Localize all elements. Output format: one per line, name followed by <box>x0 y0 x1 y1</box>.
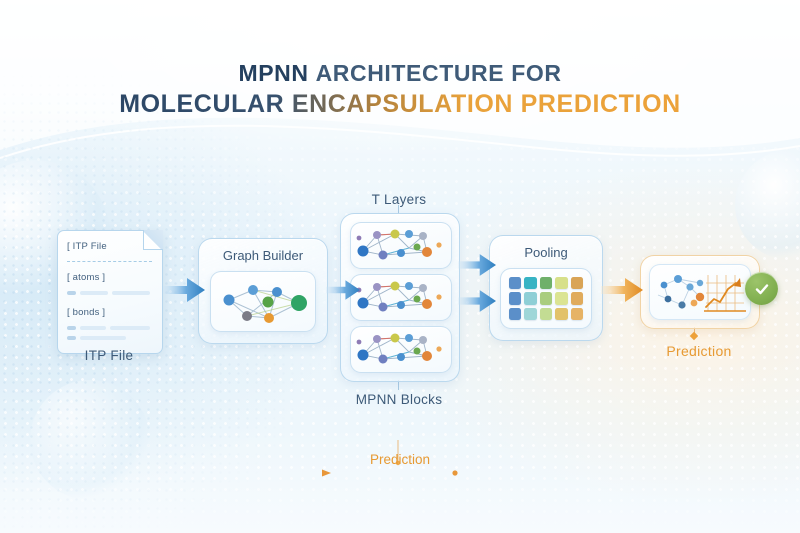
arrow-right-icon <box>601 278 643 302</box>
prediction-label: Prediction <box>666 343 732 359</box>
pooling-preview <box>500 268 592 329</box>
placeholder-bar <box>112 291 150 295</box>
pooling-tile <box>555 277 568 290</box>
itp-section-atoms: [ atoms ] <box>67 272 106 283</box>
title-molecular-encapsulation-prediction: MOLECULAR ENCAPSULATION PREDICTION <box>119 90 681 119</box>
itp-file-header: [ ITP File <box>67 241 107 252</box>
placeholder-bar <box>80 336 126 340</box>
pooling-tile-grid <box>509 277 583 320</box>
pooling-tile <box>539 307 553 320</box>
status-badge-success <box>745 272 778 305</box>
title-mpnn: MPNN <box>238 60 309 86</box>
mpnn-block-card[interactable] <box>350 274 452 321</box>
pooling-tile <box>555 292 568 305</box>
pooling-tile <box>570 277 583 290</box>
title-line-1: MPNN ARCHITECTURE FOR <box>0 58 800 88</box>
pooling-tile <box>509 307 522 320</box>
pooling-tile <box>539 277 553 290</box>
mpnn-block-card[interactable] <box>350 222 452 269</box>
pooling-title: Pooling <box>524 245 568 260</box>
itp-section-bonds: [ bonds ] <box>67 307 106 318</box>
pooling-tile <box>555 307 568 320</box>
molecule-graph-icon <box>223 285 307 323</box>
pooling-tile <box>524 292 537 305</box>
placeholder-bar <box>110 326 150 330</box>
pooling-tile <box>539 292 553 305</box>
itp-divider <box>67 261 152 262</box>
pooling-tile <box>524 307 537 320</box>
placeholder-bar <box>67 291 76 295</box>
feedback-label: Prediction <box>369 452 431 467</box>
graph-builder-node[interactable]: Graph Builder <box>198 238 328 344</box>
graph-builder-preview <box>210 271 316 332</box>
mpnn-blocks-label: MPNN Blocks <box>355 392 443 407</box>
placeholder-bar <box>80 291 108 295</box>
molecule-graph-icon <box>356 281 442 312</box>
prediction-connector-dot <box>689 331 699 341</box>
molecule-graph-icon <box>356 229 442 260</box>
placeholder-bar <box>67 326 76 330</box>
arrow-right-icon <box>163 278 205 302</box>
pooling-node[interactable]: Pooling <box>489 235 603 341</box>
arrow-right-icon <box>458 254 496 276</box>
mpnn-block-card[interactable] <box>350 326 452 373</box>
placeholder-bar <box>67 336 76 340</box>
molecule-graph-icon <box>356 333 442 364</box>
title-line-2: MOLECULAR ENCAPSULATION PREDICTION <box>0 88 800 121</box>
pooling-tile <box>570 292 583 305</box>
rising-chart-icon <box>657 275 746 312</box>
mpnn-t-layers-label: T Layers <box>371 192 427 207</box>
bg-blob-right <box>735 150 800 260</box>
placeholder-bar <box>80 326 106 330</box>
pooling-tile <box>570 307 583 320</box>
prediction-node[interactable] <box>640 255 760 329</box>
check-icon <box>755 283 768 294</box>
itp-file-label: ITP File <box>84 348 134 363</box>
prediction-preview <box>649 264 751 320</box>
title-architecture-for: ARCHITECTURE FOR <box>315 60 562 86</box>
arrow-right-icon <box>326 280 360 300</box>
page-title: MPNN ARCHITECTURE FOR MOLECULAR ENCAPSUL… <box>0 58 800 121</box>
page-fold-icon <box>143 230 163 250</box>
pooling-tile <box>509 292 522 305</box>
pooling-tile <box>524 277 537 290</box>
graph-builder-title: Graph Builder <box>222 248 304 263</box>
arrow-right-icon <box>458 290 496 312</box>
itp-file-card[interactable]: [ ITP File [ atoms ] [ bonds ] <box>57 230 163 354</box>
pooling-tile <box>509 277 522 290</box>
